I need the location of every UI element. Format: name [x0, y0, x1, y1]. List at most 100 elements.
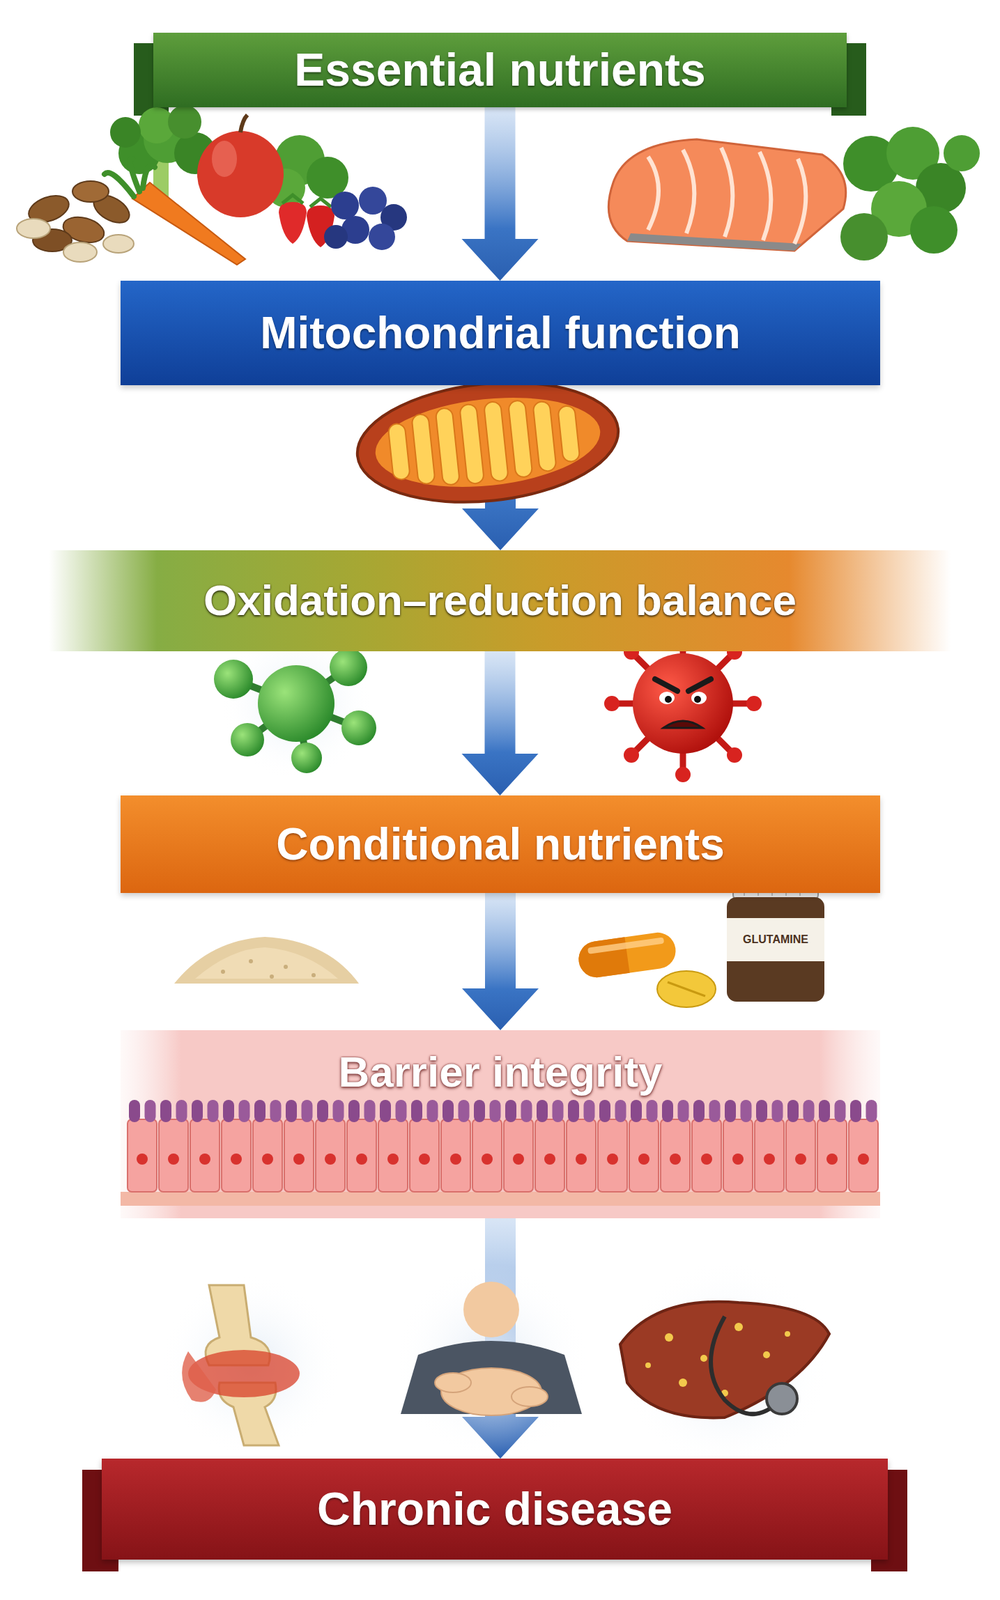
microvillus	[222, 1100, 235, 1123]
microvillus	[724, 1100, 736, 1123]
cell-nucleus	[826, 1154, 838, 1166]
cell-nucleus	[356, 1154, 368, 1166]
microvillus	[207, 1100, 219, 1123]
microvillus	[239, 1100, 251, 1123]
mitochondrion	[351, 370, 625, 515]
epithelial-cell	[347, 1119, 377, 1193]
epithelial-cell	[597, 1119, 628, 1193]
microvillus	[709, 1100, 721, 1123]
microvillus	[866, 1100, 878, 1123]
microvillus	[176, 1100, 188, 1123]
cell-nucleus	[387, 1154, 399, 1166]
flow-arrow	[462, 893, 539, 1031]
microvillus	[583, 1100, 596, 1123]
cell-nucleus	[293, 1154, 305, 1166]
microvillus	[678, 1100, 690, 1123]
microvillus	[646, 1100, 658, 1123]
microvillus	[395, 1100, 407, 1123]
epithelial-cell	[409, 1119, 440, 1193]
epithelial-cell	[817, 1119, 847, 1193]
microvillus	[536, 1100, 548, 1123]
cell-nucleus	[324, 1154, 336, 1166]
microvillus	[458, 1100, 470, 1123]
tissue-band: Barrier integrity	[120, 1030, 881, 1219]
epithelial-cell	[284, 1119, 314, 1193]
epithelial-cell	[848, 1119, 879, 1193]
knee-joint	[160, 1275, 342, 1457]
microvillus	[379, 1100, 391, 1123]
cell-nucleus	[199, 1154, 211, 1166]
epithelial-cell	[441, 1119, 471, 1193]
microvillus	[301, 1100, 313, 1123]
microvillus	[128, 1100, 141, 1123]
epithelial-cell	[190, 1119, 220, 1193]
microvillus	[364, 1100, 376, 1123]
cell-nucleus	[544, 1154, 556, 1166]
microvillus	[552, 1100, 564, 1123]
microvillus	[787, 1100, 799, 1123]
microvillus	[521, 1100, 533, 1123]
food-cluster	[16, 105, 407, 265]
cell-nucleus	[795, 1154, 807, 1166]
microvillus	[599, 1100, 611, 1123]
title-banner: Essential nutrients	[153, 32, 847, 108]
bottle-label-text: GLUTAMINE	[742, 933, 809, 947]
bottle-label: GLUTAMINE	[726, 918, 825, 962]
microvillus	[442, 1100, 454, 1123]
microvillus	[254, 1100, 266, 1123]
microvillus	[850, 1100, 862, 1123]
cell-nucleus	[167, 1154, 180, 1166]
cell-nucleus	[669, 1154, 681, 1166]
cell-nucleus	[481, 1154, 493, 1166]
microvillus	[144, 1100, 157, 1123]
band-label: Mitochondrial function	[259, 308, 741, 358]
microvillus	[160, 1100, 172, 1123]
epithelial-cell	[660, 1119, 690, 1193]
cell-nucleus	[418, 1154, 430, 1166]
cell-nucleus	[857, 1154, 869, 1166]
microvillus	[615, 1100, 627, 1123]
epithelial-cell	[535, 1119, 565, 1193]
process-band: Oxidation–reduction balance	[48, 550, 952, 652]
microvillus	[191, 1100, 203, 1123]
band-label: Oxidation–reduction balance	[203, 577, 797, 625]
epithelial-cell	[127, 1119, 157, 1193]
microvillus	[270, 1100, 282, 1123]
cell-nucleus	[732, 1154, 744, 1166]
epithelial-cell	[472, 1119, 502, 1193]
microvillus	[505, 1100, 517, 1123]
epithelial-cell	[723, 1119, 753, 1193]
microvillus	[489, 1100, 502, 1123]
cell-nucleus	[230, 1154, 242, 1166]
microvillus	[662, 1100, 674, 1123]
cell-nucleus	[763, 1154, 775, 1166]
microvillus	[740, 1100, 752, 1123]
microvillus	[473, 1100, 486, 1123]
microvillus	[834, 1100, 846, 1123]
epithelial-cell	[221, 1119, 251, 1193]
epithelial-cell	[158, 1119, 189, 1193]
cell-nucleus	[512, 1154, 525, 1166]
epithelial-cell	[691, 1119, 722, 1193]
cell-nucleus	[701, 1154, 713, 1166]
band-label: Barrier integrity	[337, 1048, 663, 1097]
microvillus	[317, 1100, 329, 1123]
cell-nucleus	[262, 1154, 274, 1166]
outcome-banner: Chronic disease	[101, 1459, 888, 1561]
microvillus	[333, 1100, 345, 1123]
epithelial-cell	[378, 1119, 408, 1193]
epithelial-cell	[754, 1119, 784, 1193]
basal-layer	[120, 1192, 881, 1207]
banner-tabs	[82, 43, 908, 1573]
cell-nucleus	[575, 1154, 587, 1166]
microvillus	[803, 1100, 815, 1123]
microvillus	[818, 1100, 830, 1123]
microvillus	[630, 1100, 642, 1123]
microvillus	[693, 1100, 705, 1123]
microvillus	[285, 1100, 297, 1123]
microvillus	[411, 1100, 423, 1123]
band-label: Conditional nutrients	[275, 820, 725, 869]
band-ground	[120, 1030, 881, 1219]
salmon-kale	[608, 126, 980, 261]
